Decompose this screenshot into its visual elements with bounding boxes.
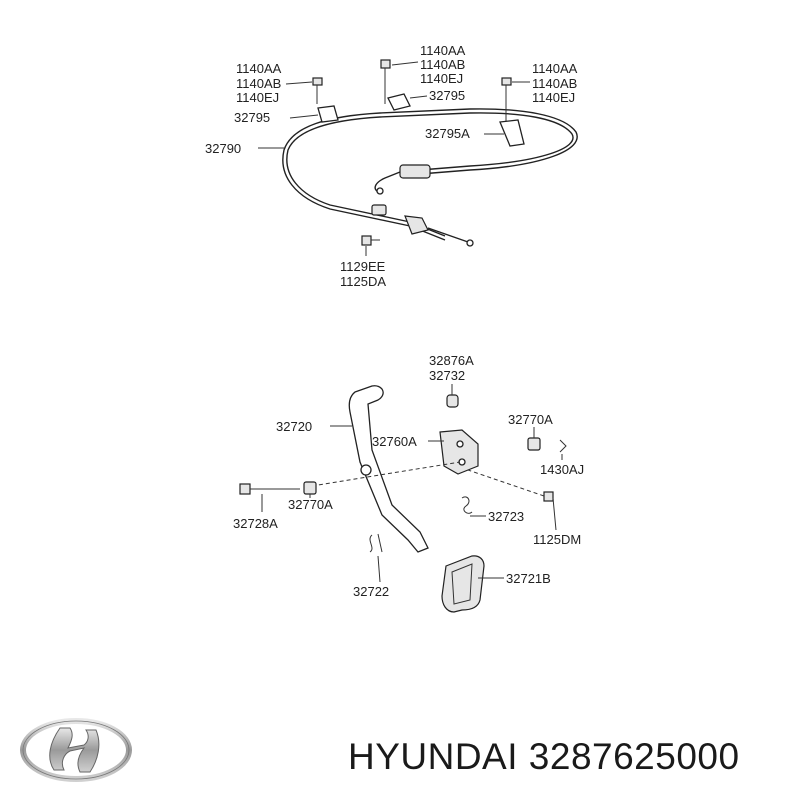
bolt-head-left bbox=[312, 77, 323, 86]
callout-1140ab-left: 1140AB bbox=[236, 76, 281, 91]
callout-1140ab-right: 1140AB bbox=[532, 76, 577, 91]
cable-sleeve-lower bbox=[371, 204, 387, 216]
callout-1140aa-middle: 1140AA bbox=[420, 43, 466, 58]
cable-wire-end bbox=[427, 227, 469, 243]
leader-32722 bbox=[377, 555, 381, 583]
leader-1125dm bbox=[552, 497, 557, 531]
callout-32720: 32720 bbox=[276, 419, 312, 434]
pedal-pad bbox=[441, 555, 485, 613]
bolt-head-right bbox=[501, 77, 512, 86]
pedal-pad-ridges bbox=[451, 563, 473, 605]
cable-clip-bracket-a bbox=[499, 119, 525, 147]
callout-1140ej-middle: 1140EJ bbox=[420, 71, 463, 86]
pedal-bracket bbox=[439, 429, 479, 475]
callout-1140ej-right: 1140EJ bbox=[532, 90, 575, 105]
callout-32722: 32722 bbox=[353, 584, 389, 599]
spring-clip bbox=[369, 533, 383, 553]
part-number-caption: HYUNDAI 3287625000 bbox=[348, 736, 740, 777]
bolt-head-middle bbox=[380, 59, 391, 69]
bolt-axis-1125dm bbox=[467, 469, 545, 497]
cable-wire-end-ball bbox=[466, 239, 474, 247]
callout-1140ab-middle: 1140AB bbox=[420, 57, 465, 72]
callout-32770a-right: 32770A bbox=[508, 412, 553, 427]
callout-32732: 32732 bbox=[429, 368, 465, 383]
bushing-left bbox=[303, 481, 317, 495]
callout-32790: 32790 bbox=[205, 141, 241, 156]
callout-32728a: 32728A bbox=[233, 516, 278, 531]
callout-32721b: 32721B bbox=[506, 571, 551, 586]
accelerator-cable-inner bbox=[282, 108, 578, 241]
pedal-stopper bbox=[446, 394, 459, 408]
callout-32723: 32723 bbox=[488, 509, 524, 524]
pedal-assembly: 32876A 32732 32720 32760A 32770A 1430AJ … bbox=[233, 353, 584, 613]
bushing-right bbox=[527, 437, 541, 451]
callout-32795-left: 32795 bbox=[234, 110, 270, 125]
hyundai-logo-icon bbox=[20, 718, 132, 782]
callout-32795-middle: 32795 bbox=[429, 88, 465, 103]
cable-adjuster-lower bbox=[404, 215, 429, 235]
callout-32876a: 32876A bbox=[429, 353, 474, 368]
cable-clip-left bbox=[317, 105, 339, 123]
callout-1140aa-right: 1140AA bbox=[532, 61, 578, 76]
callout-1125da: 1125DA bbox=[340, 274, 386, 289]
leader-1140-left bbox=[285, 81, 313, 85]
leader-1140-middle bbox=[391, 61, 419, 66]
callout-1129ee: 1129EE bbox=[340, 259, 386, 274]
accelerator-cable bbox=[286, 112, 574, 237]
cable-end-fitting-upper bbox=[399, 164, 431, 179]
cable-hook-eye bbox=[376, 187, 384, 195]
cable-assembly: 1140AA 1140AB 1140EJ 32795 32790 1140AA … bbox=[205, 43, 578, 289]
pedal-pivot bbox=[360, 464, 372, 476]
callout-1125dm: 1125DM bbox=[533, 532, 581, 547]
pivot-bolt-head bbox=[239, 483, 251, 495]
leader-32795-middle bbox=[409, 95, 428, 99]
callout-1140aa-left: 1140AA bbox=[236, 61, 282, 76]
pivot-axis-line bbox=[311, 461, 461, 487]
leader-32795-left bbox=[289, 114, 319, 119]
bolt-head-1129ee bbox=[361, 235, 372, 246]
callout-32760a: 32760A bbox=[372, 434, 417, 449]
callout-1140ej-left: 1140EJ bbox=[236, 90, 279, 105]
bracket-hole-1 bbox=[456, 440, 464, 448]
return-spring bbox=[461, 496, 473, 514]
cable-clip-middle bbox=[387, 93, 411, 111]
clip-1430aj bbox=[559, 439, 567, 453]
callout-32770a-left: 32770A bbox=[288, 497, 333, 512]
callout-32795a: 32795A bbox=[425, 126, 470, 141]
callout-1430aj: 1430AJ bbox=[540, 462, 584, 477]
pedal-arm bbox=[348, 385, 429, 553]
bolt-head-1125dm bbox=[543, 491, 554, 502]
